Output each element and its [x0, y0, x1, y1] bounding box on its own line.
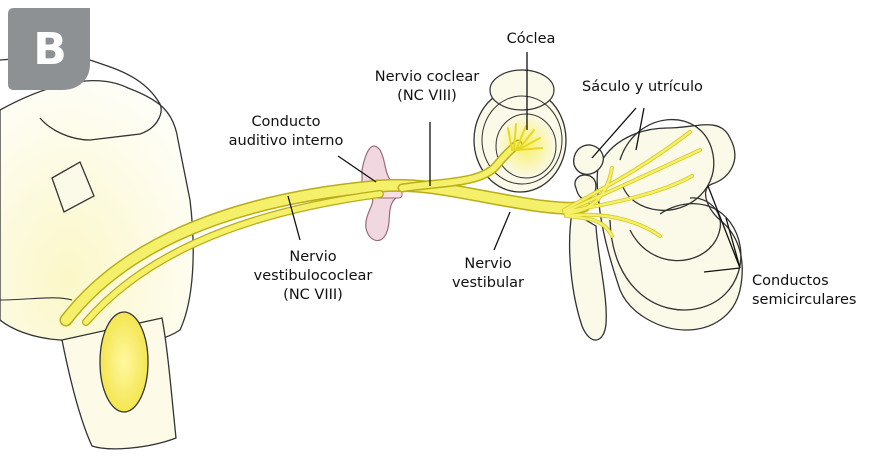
label-conductos-semicirculares: Conductos semicirculares	[752, 272, 856, 310]
label-nervio-vestibular-line2: vestibular	[452, 274, 524, 293]
brainstem	[0, 56, 193, 449]
leader-vestibular	[494, 212, 510, 250]
label-nervio-coclear-line1: Nervio coclear	[375, 68, 479, 87]
label-saculo-utriculo: Sáculo y utrículo	[582, 78, 703, 97]
label-conducto-auditivo-line1: Conducto	[229, 113, 344, 132]
label-conductos-line2: semicirculares	[752, 291, 856, 310]
label-nervio-vestibulococlear: Nervio vestibulococlear (NC VIII)	[254, 248, 373, 305]
label-conductos-line1: Conductos	[752, 272, 856, 291]
label-conducto-auditivo-line2: auditivo interno	[229, 132, 344, 151]
vestibular-labyrinth	[570, 120, 743, 340]
panel-letter: B	[4, 4, 96, 94]
label-nervio-coclear-line2: (NC VIII)	[375, 87, 479, 106]
label-nervio-coclear: Nervio coclear (NC VIII)	[375, 68, 479, 106]
label-vestibulococlear-line1: Nervio	[254, 248, 373, 267]
label-vestibulococlear-line2: vestibulococlear	[254, 267, 373, 286]
label-vestibulococlear-line3: (NC VIII)	[254, 286, 373, 305]
label-nervio-vestibular: Nervio vestibular	[452, 255, 524, 293]
label-coclea: Cóclea	[507, 30, 556, 49]
label-nervio-vestibular-line1: Nervio	[452, 255, 524, 274]
olive	[100, 312, 148, 412]
labyrinth-stalk	[570, 212, 607, 340]
label-conducto-auditivo: Conducto auditivo interno	[229, 113, 344, 151]
